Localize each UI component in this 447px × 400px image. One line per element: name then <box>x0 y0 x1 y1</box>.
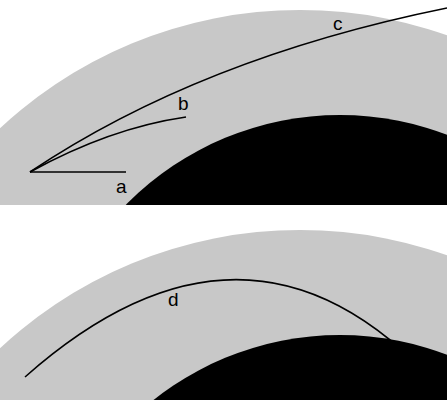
bottom-panel <box>0 230 447 400</box>
top-panel <box>0 8 447 205</box>
atmosphere <box>0 10 447 205</box>
curve-label: c <box>333 14 343 33</box>
planet <box>40 335 447 400</box>
curve-label: b <box>178 94 189 113</box>
ray-line <box>25 280 438 386</box>
curve-label: a <box>116 177 127 196</box>
ray-line <box>30 8 447 172</box>
ray-line <box>30 171 126 173</box>
curve-label: d <box>168 290 179 309</box>
atmosphere <box>0 230 447 400</box>
